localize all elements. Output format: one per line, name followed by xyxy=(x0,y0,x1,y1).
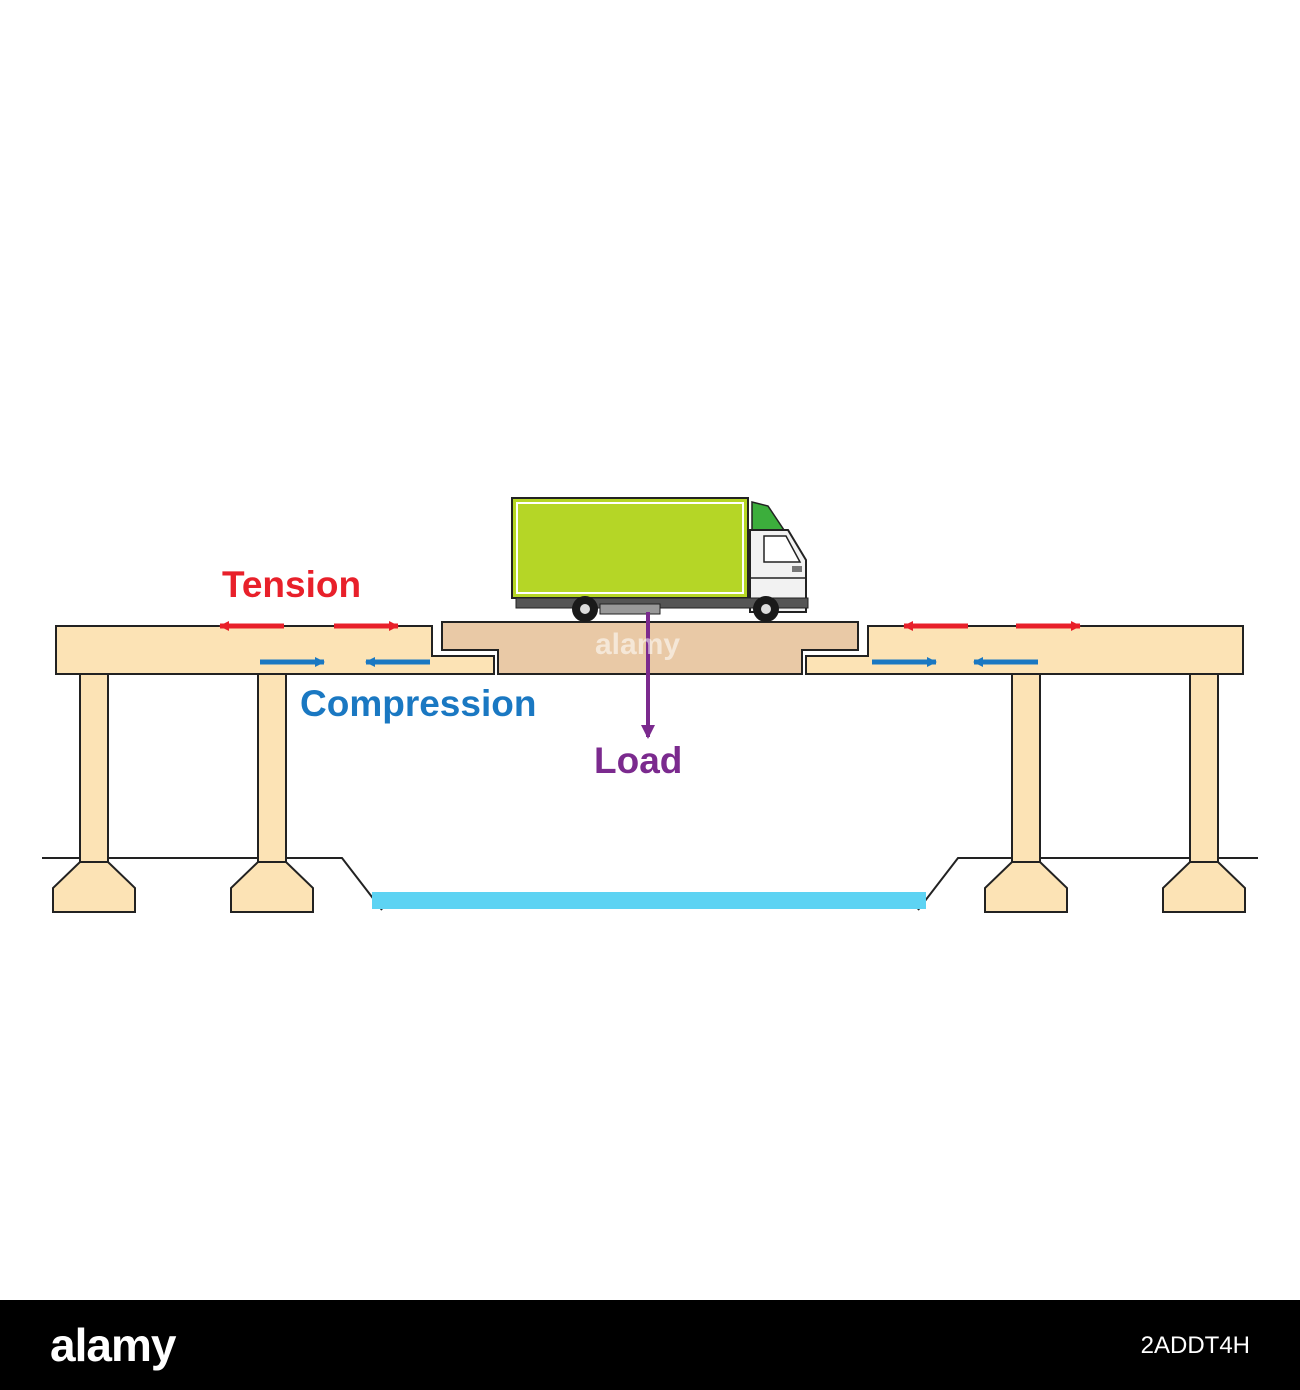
footer-bar: alamy 2ADDT4H xyxy=(0,1300,1300,1390)
right-cantilever-beam xyxy=(805,625,1244,675)
compression-label: Compression xyxy=(300,683,537,724)
ground-right xyxy=(917,857,1258,911)
right-outer-pier xyxy=(1162,673,1246,913)
truck-window xyxy=(763,535,802,563)
left-outer-pier xyxy=(52,673,136,913)
ground-left xyxy=(42,857,383,911)
bridge-diagram xyxy=(42,497,1258,913)
footer-image-id: 2ADDT4H xyxy=(1140,1332,1250,1359)
truck-front-wheel xyxy=(753,596,779,622)
truck-chassis xyxy=(515,597,809,609)
load-label: Load xyxy=(594,740,683,781)
water xyxy=(372,892,926,909)
right-inner-pier xyxy=(984,673,1068,913)
watermark: alamy xyxy=(595,628,681,661)
left-inner-pier xyxy=(230,673,314,913)
left-cantilever-beam xyxy=(55,625,495,675)
truck-cargo-box xyxy=(511,497,749,599)
tension-label: Tension xyxy=(222,564,362,605)
truck-rear-wheel xyxy=(572,596,598,622)
truck-roof-deflector xyxy=(751,501,786,531)
truck xyxy=(511,497,809,622)
footer-logo: alamy xyxy=(50,1319,176,1371)
